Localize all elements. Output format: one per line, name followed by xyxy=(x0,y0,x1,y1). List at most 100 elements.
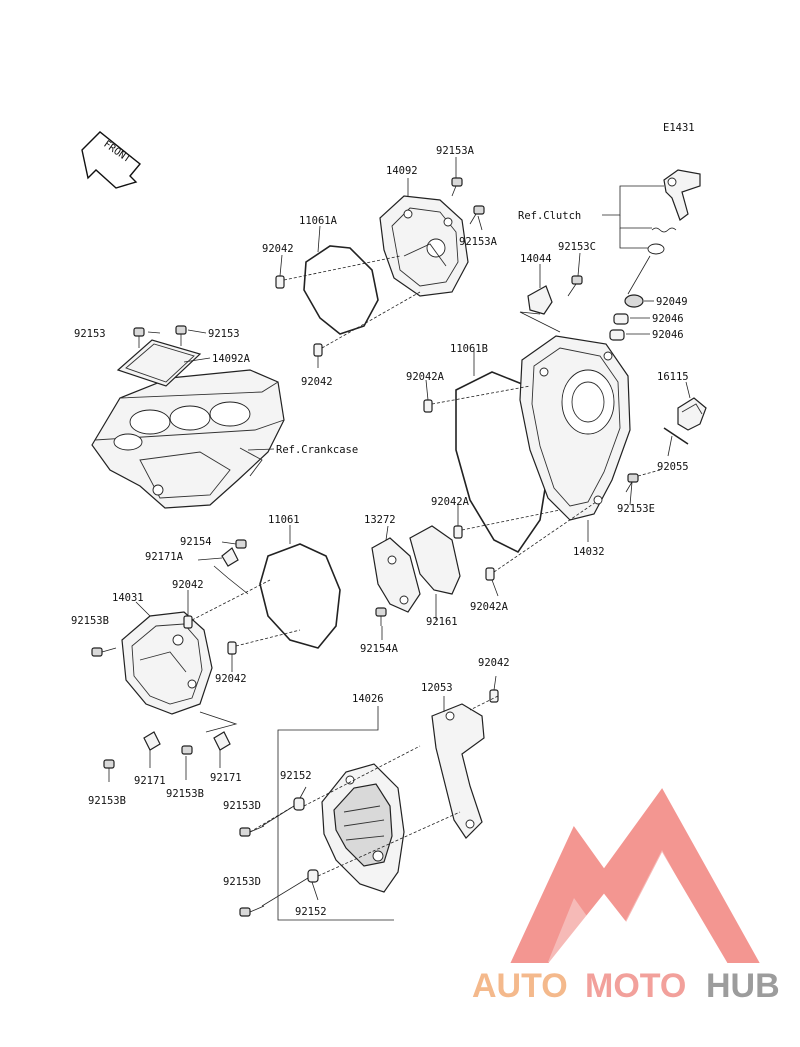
clip-92171-left-icon xyxy=(143,731,161,751)
bolt-92153-left-icon xyxy=(133,327,145,348)
part-label: 92153E xyxy=(617,503,655,515)
bush-92046-b-icon xyxy=(609,329,625,341)
part-label: 92153B xyxy=(166,788,204,800)
part-label: 92153A xyxy=(459,236,498,248)
part-label: 92055 xyxy=(657,461,689,473)
part-label: 14026 xyxy=(352,693,384,705)
bolt-92153-right-icon xyxy=(175,325,187,346)
plug-16115-icon xyxy=(677,397,707,431)
part-label: 11061A xyxy=(299,215,338,227)
part-label: 92042A xyxy=(470,601,509,613)
bolt-92153b-mid-icon xyxy=(181,745,193,755)
gasket-11061a-icon xyxy=(303,245,379,335)
collar-92152-bottom-icon xyxy=(307,869,319,883)
part-label: 92042 xyxy=(301,376,333,388)
assembly-lines xyxy=(191,255,661,877)
part-label: 92049 xyxy=(656,296,688,308)
part-label: 92152 xyxy=(280,770,312,782)
part-label: 92042 xyxy=(478,657,510,669)
part-label: 92042 xyxy=(172,579,204,591)
dowel-92042-upper-icon xyxy=(275,275,285,289)
part-label: 92046 xyxy=(652,329,684,341)
watermark-logo-mark xyxy=(510,788,760,963)
diagram-code: E1431 xyxy=(663,122,695,134)
bolt-92153e-icon xyxy=(625,473,639,493)
part-label: 92154 xyxy=(180,536,212,548)
bolt-92153d-bottom-icon xyxy=(239,905,265,917)
part-label: 92042A xyxy=(406,371,445,383)
part-label: 92153B xyxy=(71,615,109,627)
cover-14031-icon xyxy=(121,611,213,715)
part-label: 92171 xyxy=(134,775,166,787)
part-label: 92046 xyxy=(652,313,684,325)
cover-14092-icon xyxy=(379,195,469,297)
dowel-92042a-mid-icon xyxy=(453,525,463,539)
gasket-11061-icon xyxy=(259,543,341,649)
gasket-11061b-icon xyxy=(455,371,549,554)
part-label: 14031 xyxy=(112,592,144,604)
cover-14032-icon xyxy=(519,335,631,521)
part-label: 92042A xyxy=(431,496,470,508)
part-label: 92153A xyxy=(436,145,475,157)
bolt-92154a-icon xyxy=(375,607,387,626)
dowel-92042-left-top-icon xyxy=(183,615,193,629)
bracket-14044-icon xyxy=(527,285,553,315)
dowel-92042-bottom-icon xyxy=(489,689,499,703)
part-label: 92153C xyxy=(558,241,596,253)
bolt-92154-icon xyxy=(235,539,247,549)
part-label: 14032 xyxy=(573,546,605,558)
part-label: 92153 xyxy=(74,328,106,340)
part-label: 92153D xyxy=(223,800,261,812)
clip-92171-right-icon xyxy=(213,731,231,751)
bolt-92153b-top-icon xyxy=(91,647,117,657)
clutch-lever-icon xyxy=(663,169,701,221)
clutch-spring-icon xyxy=(651,227,677,233)
watermark-logo xyxy=(510,788,760,963)
part-label: 14092A xyxy=(212,353,251,365)
collar-92152-top-icon xyxy=(293,797,305,811)
dowel-92042a-top-icon xyxy=(423,399,433,413)
part-label: 92153 xyxy=(208,328,240,340)
ref-clutch-label: Ref.Clutch xyxy=(518,210,581,222)
part-label: 11061 xyxy=(268,514,300,526)
oring-92055-icon xyxy=(663,427,689,445)
watermark-text-moto: MOTO xyxy=(585,967,686,1005)
watermark-text-auto: AUTO xyxy=(472,967,568,1005)
seal-92049-icon xyxy=(624,294,644,308)
part-label: 92171 xyxy=(210,772,242,784)
part-label: 92161 xyxy=(426,616,458,628)
dowel-92042-lower-icon xyxy=(313,343,323,357)
part-label: 13272 xyxy=(364,514,396,526)
front-arrow-icon: FRONT xyxy=(81,131,141,189)
part-label: 11061B xyxy=(450,343,488,355)
part-label: 92171A xyxy=(145,551,184,563)
cover-14026-icon xyxy=(321,763,405,893)
bolt-92153a-right-icon xyxy=(469,205,485,225)
ref-crankcase-label: Ref.Crankcase xyxy=(276,444,358,456)
part-label: 12053 xyxy=(421,682,453,694)
crankcase-reference-icon xyxy=(91,369,285,509)
bolt-92153c-icon xyxy=(567,275,583,297)
part-label: 92042 xyxy=(262,243,294,255)
bracket-12053-icon xyxy=(431,703,485,839)
part-label: 92042 xyxy=(215,673,247,685)
part-label: 14092 xyxy=(386,165,418,177)
head-cover-plate-icon xyxy=(116,339,202,387)
damper-92161-icon xyxy=(409,525,461,595)
leader-lines xyxy=(135,157,691,921)
dowel-92042-left-low-icon xyxy=(227,641,237,655)
clip-92171a-icon xyxy=(221,547,239,567)
bolt-92153b-low-icon xyxy=(103,759,115,782)
part-label: 92152 xyxy=(295,906,327,918)
part-label: 16115 xyxy=(657,371,689,383)
dowel-92042a-low-icon xyxy=(485,567,495,581)
bolt-92153a-top-icon xyxy=(451,177,463,197)
bush-92046-a-icon xyxy=(613,313,629,325)
part-label: 92153D xyxy=(223,876,261,888)
watermark-text-hub: HUB xyxy=(706,967,780,1005)
plate-13272-icon xyxy=(371,537,421,613)
part-label: 92153B xyxy=(88,795,126,807)
clutch-ring-icon xyxy=(647,243,665,255)
part-label: 92154A xyxy=(360,643,399,655)
